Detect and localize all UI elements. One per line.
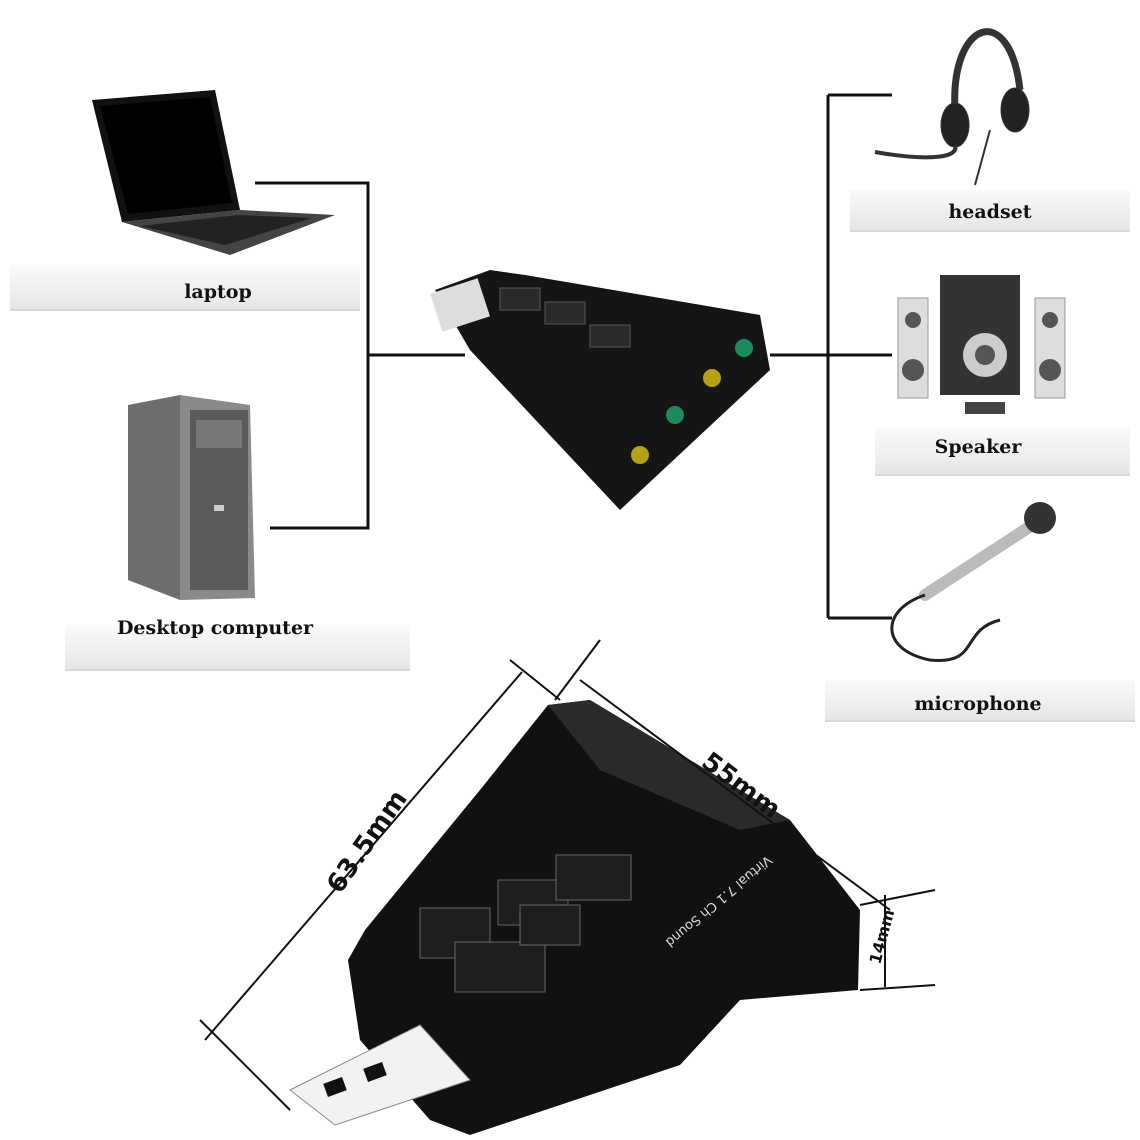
headset-label: headset bbox=[948, 201, 1032, 223]
desktop-label: Desktop computer bbox=[116, 617, 314, 639]
speaker-label: Speaker bbox=[934, 436, 1022, 458]
laptop-label-bar bbox=[10, 265, 360, 311]
laptop-image bbox=[92, 90, 335, 255]
desktop-image bbox=[128, 395, 255, 600]
length-dimension-label: 63.5mm bbox=[321, 785, 413, 899]
microphone-label-bar bbox=[825, 680, 1135, 722]
height-dimension-label: 14mm bbox=[866, 907, 899, 966]
microphone-image bbox=[890, 502, 1056, 662]
laptop-label: laptop bbox=[184, 281, 252, 303]
desktop-label-bar bbox=[65, 625, 410, 671]
sound-card-center-image bbox=[430, 270, 770, 510]
sound-card-large-image: Virtual 7.1 Ch Sound bbox=[289, 700, 860, 1135]
connector-lines bbox=[255, 93, 892, 620]
speaker-label-bar bbox=[875, 428, 1130, 476]
microphone-label: microphone bbox=[914, 693, 1042, 715]
headset-image bbox=[874, 28, 1030, 186]
headset-label-bar bbox=[850, 190, 1130, 232]
dimension-lines bbox=[199, 639, 936, 1111]
speaker-image bbox=[897, 275, 1066, 414]
